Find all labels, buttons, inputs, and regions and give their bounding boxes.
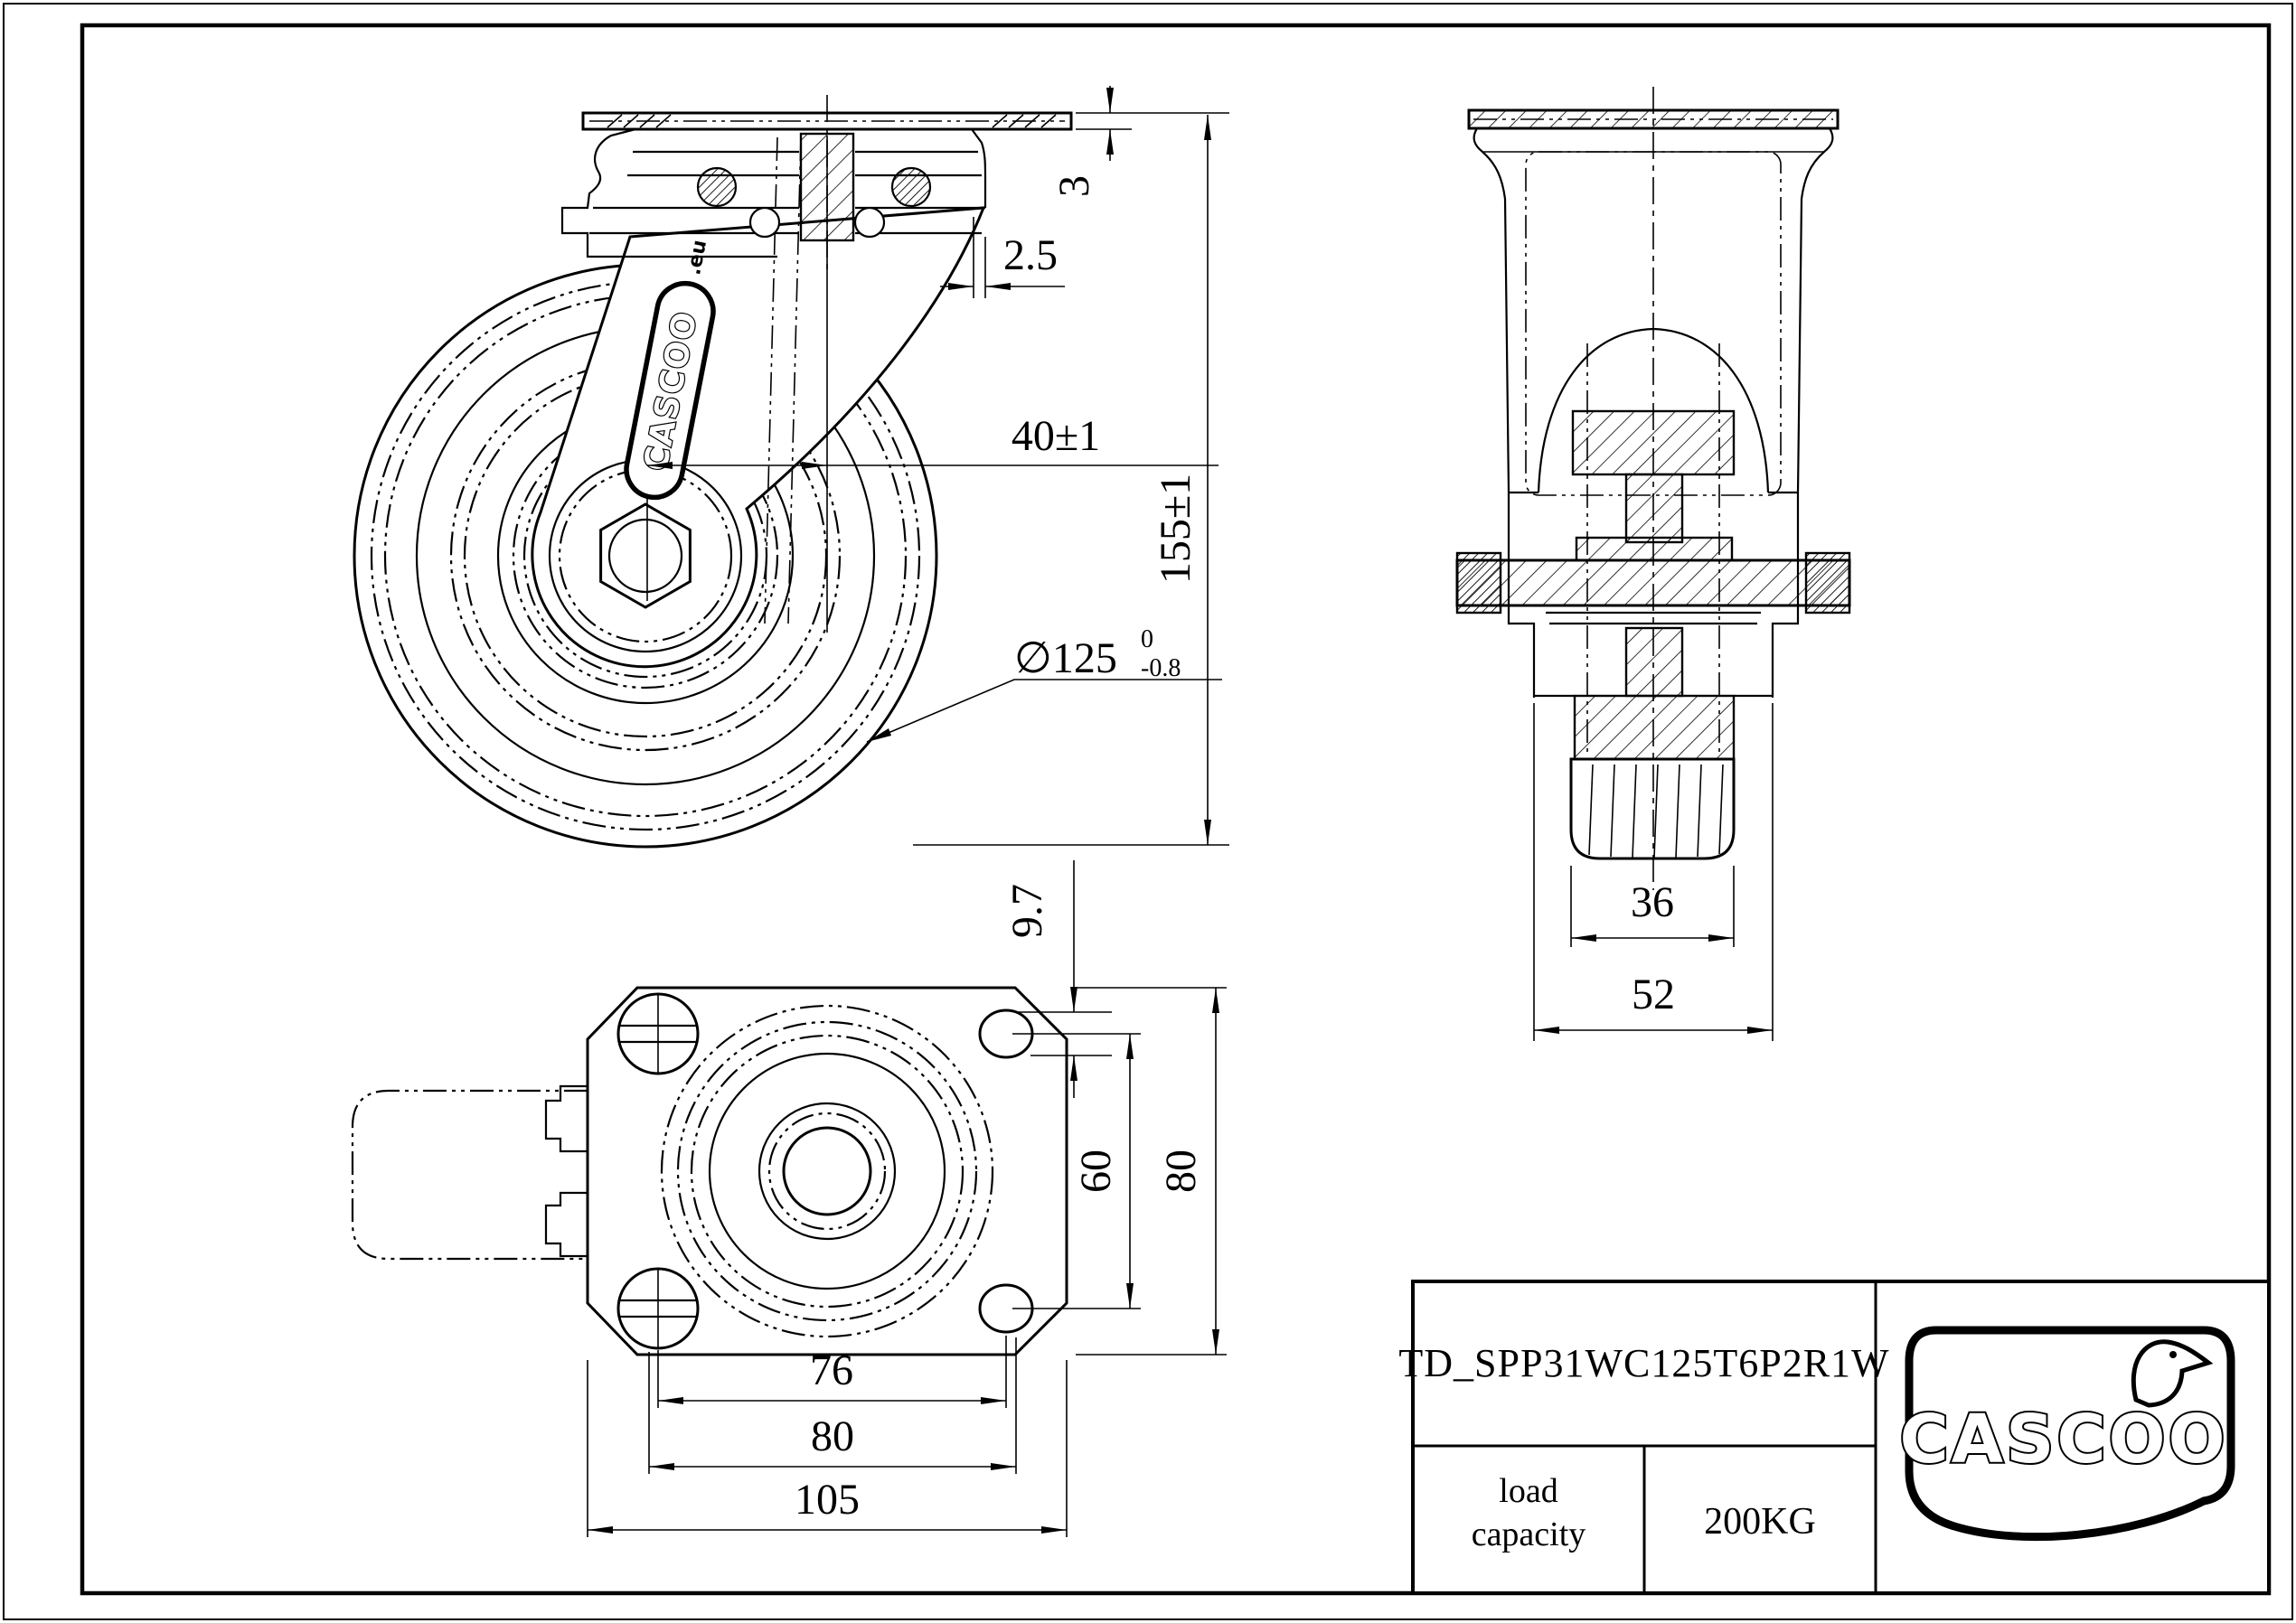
dim-text-tread-width: 36	[1631, 878, 1674, 926]
dim-text-bolt-spacing-outer: 80	[811, 1412, 854, 1460]
dim-text-wheel-diameter: ∅125	[1014, 634, 1117, 682]
fork-leg-bottom-plan	[544, 1191, 595, 1258]
dim-text-bolt-spacing-vertical: 60	[1072, 1149, 1120, 1193]
dim-text-wheel-dia-tol-lower: -0.8	[1141, 654, 1181, 682]
axle-section	[1455, 551, 1851, 614]
load-capacity-label-line1: load	[1499, 1472, 1557, 1510]
swivel-head-front	[1473, 127, 1834, 755]
bolt-screw-top	[616, 992, 700, 1075]
mounting-plate	[586, 986, 1068, 1356]
tread-hatching	[1588, 764, 1724, 858]
load-capacity-label-line2: capacity	[1472, 1515, 1586, 1553]
brand-logo-text: CASCOO	[1900, 1401, 2228, 1478]
dim-bolt-spacing-outer: 80	[648, 1337, 1017, 1474]
dim-text-plate-depth: 80	[1157, 1149, 1205, 1193]
part-number: TD_SPP31WC125T6P2R1W	[1398, 1341, 1889, 1385]
dim-text-hole-offset: 9.7	[1003, 884, 1051, 938]
wheel-lower-section	[1534, 611, 1773, 860]
dim-plate-depth: 80	[1076, 987, 1227, 1356]
plan-view: 9.7 60 80 76	[351, 860, 1227, 1537]
swivel-bearing-housing	[560, 95, 987, 271]
fork-leg-top-plan	[544, 1084, 595, 1153]
bearing-ball-lower	[748, 206, 781, 239]
wheel-hub-section	[1571, 409, 1736, 562]
bearing-ball	[890, 166, 932, 208]
swivel-fork	[531, 206, 986, 669]
brand-logo: CASCOO	[1898, 1326, 2235, 1542]
axle-hex-nut	[599, 502, 692, 609]
swivel-race-circles	[660, 1004, 994, 1338]
dim-plate-thickness: 3	[1050, 86, 1229, 197]
title-block: TD_SPP31WC125T6P2R1W load capacity 200KG…	[1398, 1280, 2271, 1595]
plate-hatching	[607, 114, 1057, 128]
dim-text-wheel-dia-tol-upper: 0	[1141, 625, 1153, 653]
dim-plate-width: 105	[587, 1360, 1068, 1537]
dim-bolt-spacing-vertical: 60	[1012, 1033, 1141, 1309]
bolt-screw-bottom	[616, 1267, 700, 1350]
dim-text-plate-offset: 2.5	[1003, 231, 1058, 279]
bearing-ball-lower	[853, 206, 886, 239]
dim-text-plate-thickness: 3	[1050, 175, 1098, 197]
dim-tread-width: 36	[1570, 866, 1735, 947]
front-view: 36 52	[1455, 87, 1851, 1041]
wheel-plan-phantom	[351, 1084, 595, 1261]
load-capacity-value: 200KG	[1704, 1501, 1816, 1543]
dim-swivel-offset: 40±1	[647, 412, 1219, 469]
dim-text-overall-width: 52	[1632, 971, 1675, 1018]
dim-text-overall-height: 155±1	[1152, 474, 1200, 584]
dim-text-bolt-spacing: 76	[810, 1346, 853, 1394]
dim-plate-offset: 2.5	[940, 217, 1065, 298]
bird-icon	[2131, 1339, 2214, 1408]
dim-text-plate-width: 105	[795, 1476, 860, 1524]
dim-wheel-diameter: ∅125 0 -0.8	[866, 625, 1222, 743]
dim-hole-offset: 9.7	[1003, 860, 1112, 1098]
dim-text-swivel-offset: 40±1	[1012, 412, 1100, 460]
dim-overall-width: 52	[1533, 703, 1774, 1041]
dim-bolt-spacing: 76	[657, 1336, 1007, 1408]
side-view: CASCOO .eu 3 2.5 40±1	[353, 86, 1229, 849]
dim-overall-height: 155±1	[913, 115, 1229, 846]
sheet-borders	[3, 3, 2293, 1620]
top-plate-front	[1467, 108, 1840, 130]
bearing-ball	[696, 166, 738, 208]
